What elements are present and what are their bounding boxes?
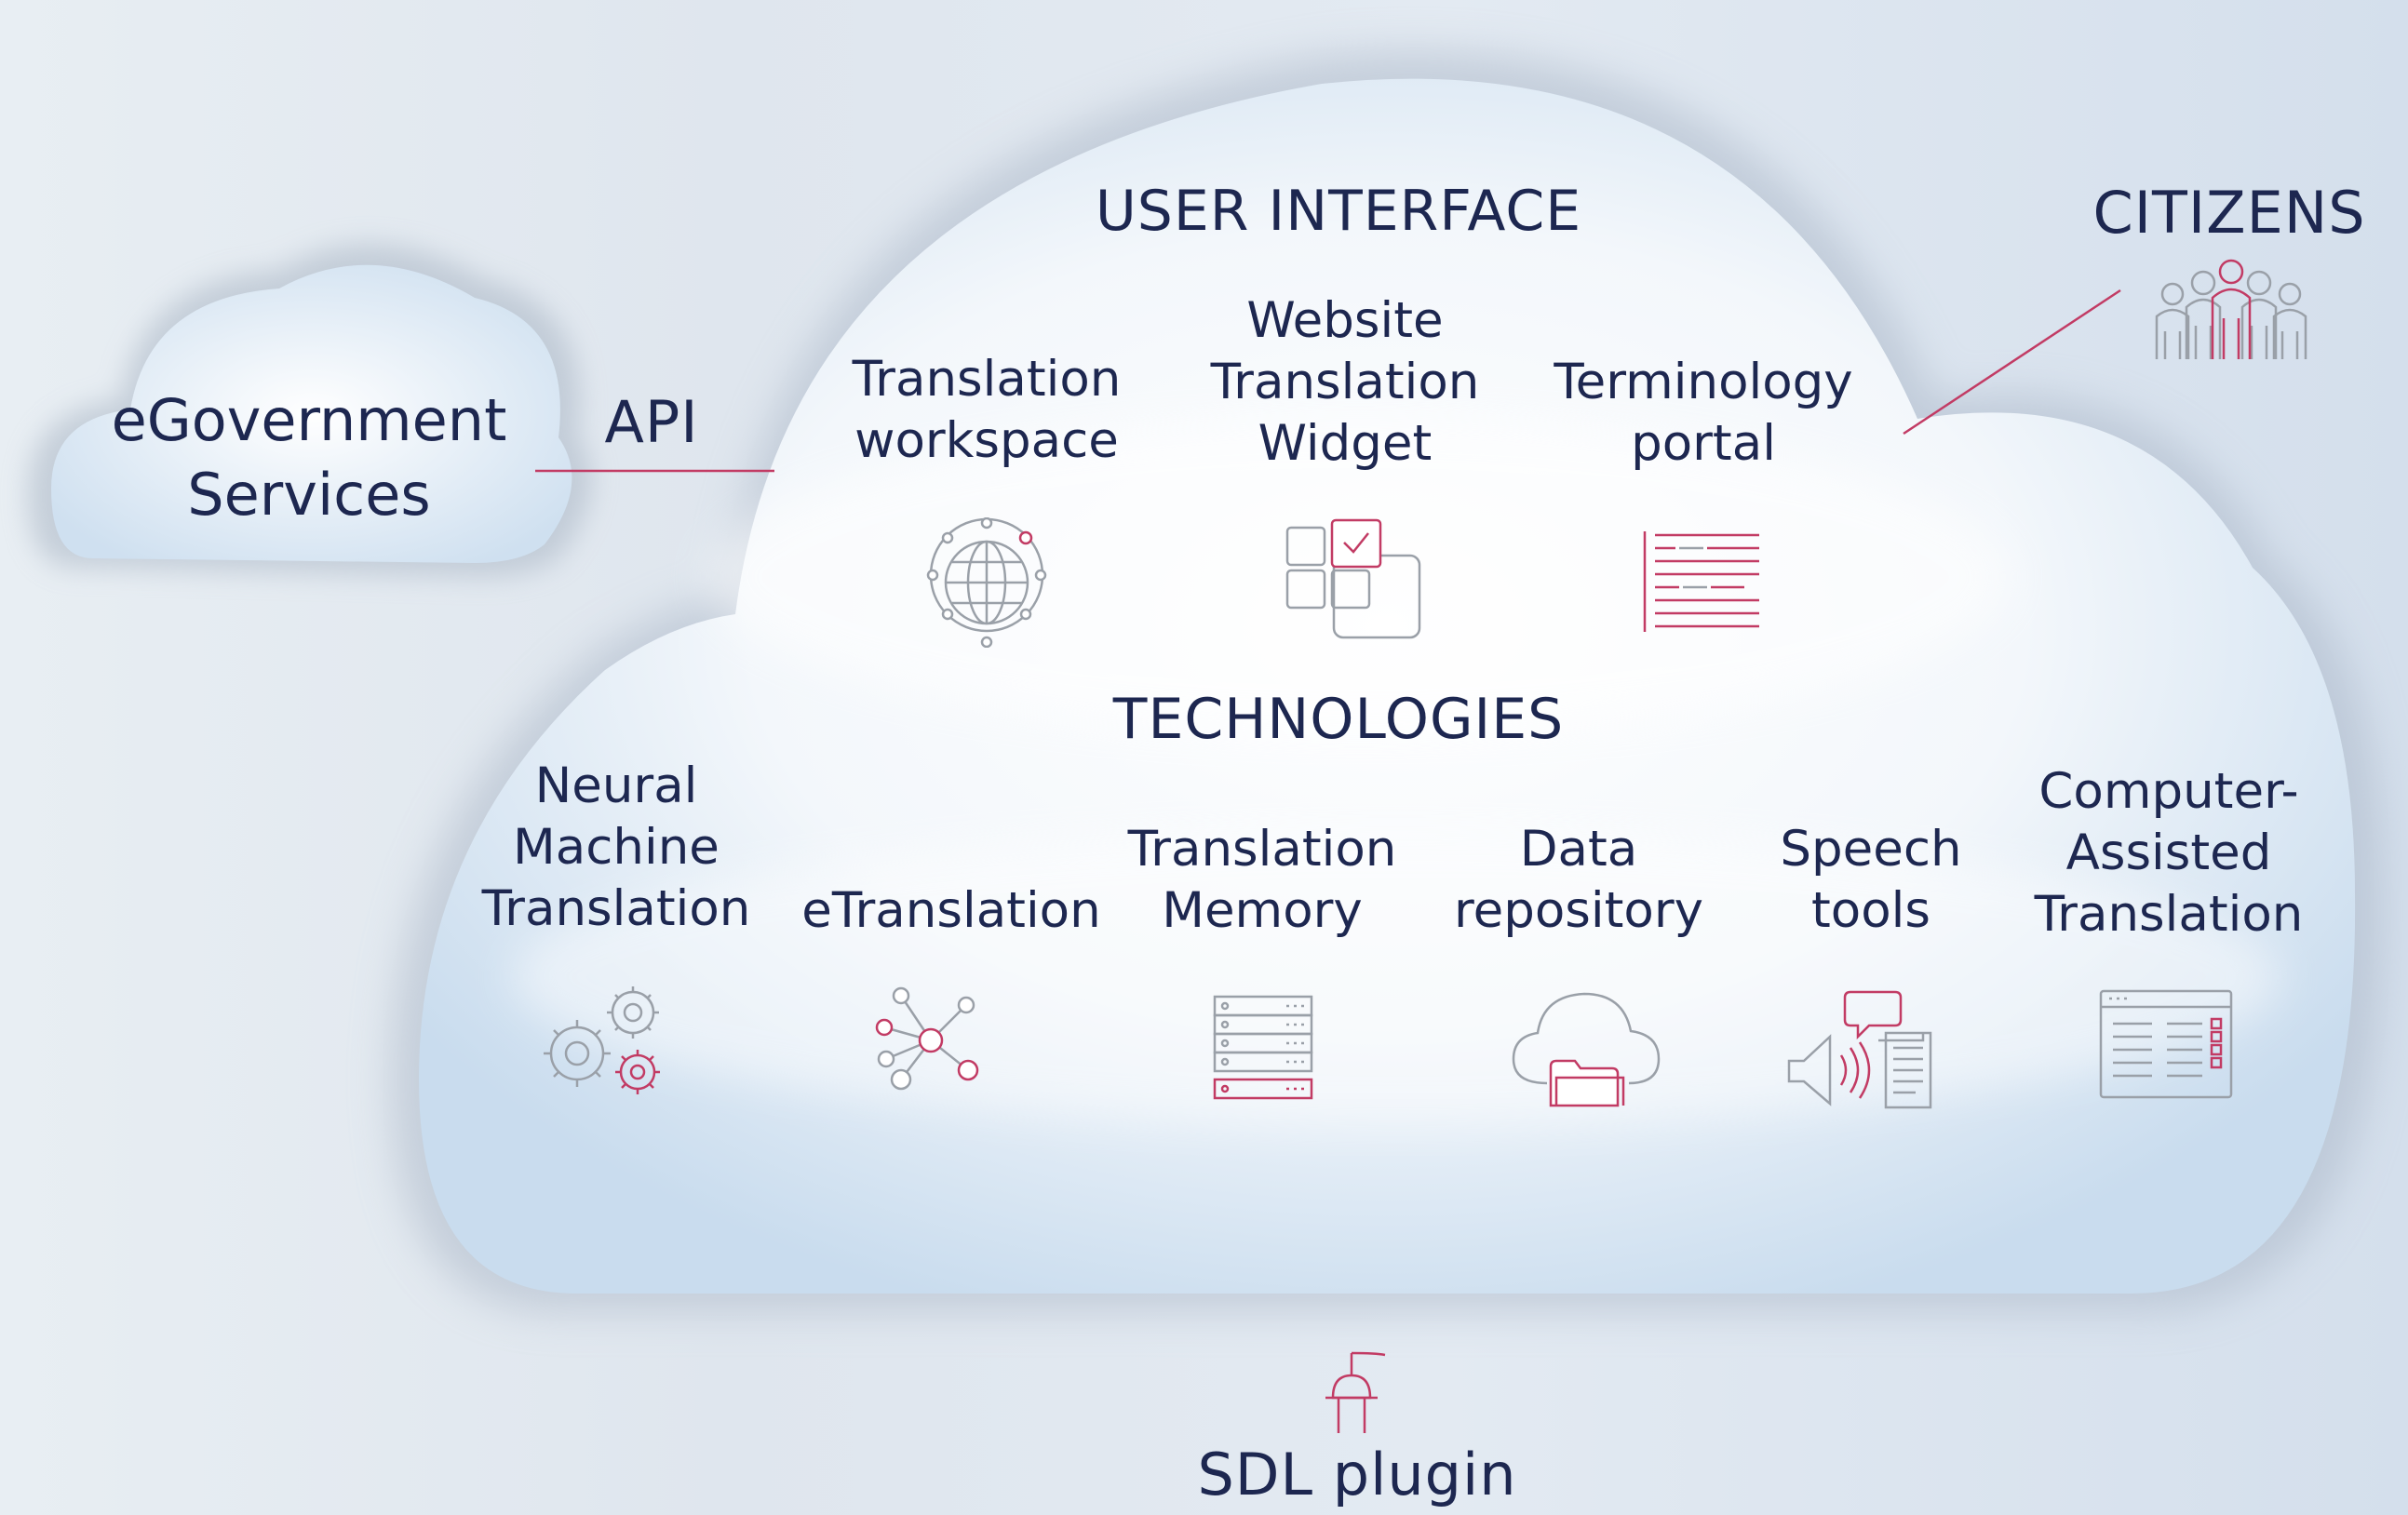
tech-item-etranslation: eTranslation [801,882,1101,939]
egov-cloud [51,264,572,563]
cat-window-icon [2098,988,2234,1100]
citizens-label: CITIZENS [2092,179,2366,247]
server-rack-icon [1212,994,1314,1100]
term-list-icon [1642,528,1763,636]
tech-item-translation-memory: Translation Memory [1127,821,1397,939]
api-label: API [604,388,699,456]
ui-item-website-widget: Website Translation Widget [1210,292,1480,472]
tech-item-speech-tools: Speech tools [1780,821,1962,939]
gears-icon [535,979,675,1100]
widget-blocks-icon [1283,516,1424,641]
user-interface-heading: USER INTERFACE [1095,179,1582,244]
cloud-folder-icon [1510,990,1662,1109]
globe-network-icon [921,517,1052,648]
technologies-heading: TECHNOLOGIES [1112,687,1565,752]
tech-item-data-repository: Data repository [1453,821,1704,939]
sdl-plugin-label: SDL plugin [1197,1441,1517,1508]
ui-item-translation-workspace: Translation workspace [852,351,1122,469]
plug-icon [1320,1351,1389,1437]
node-network-icon [868,985,989,1094]
egov-services-label: eGovernment Services [111,386,507,529]
tech-item-cat: Computer- Assisted Translation [2034,763,2304,943]
ui-item-terminology-portal: Terminology portal [1554,354,1853,472]
citizens-connector-line [1903,288,2121,436]
speaker-document-icon [1785,988,1938,1109]
citizens-group-icon [2152,259,2310,363]
tech-item-nmt: Neural Machine Translation [481,758,751,937]
